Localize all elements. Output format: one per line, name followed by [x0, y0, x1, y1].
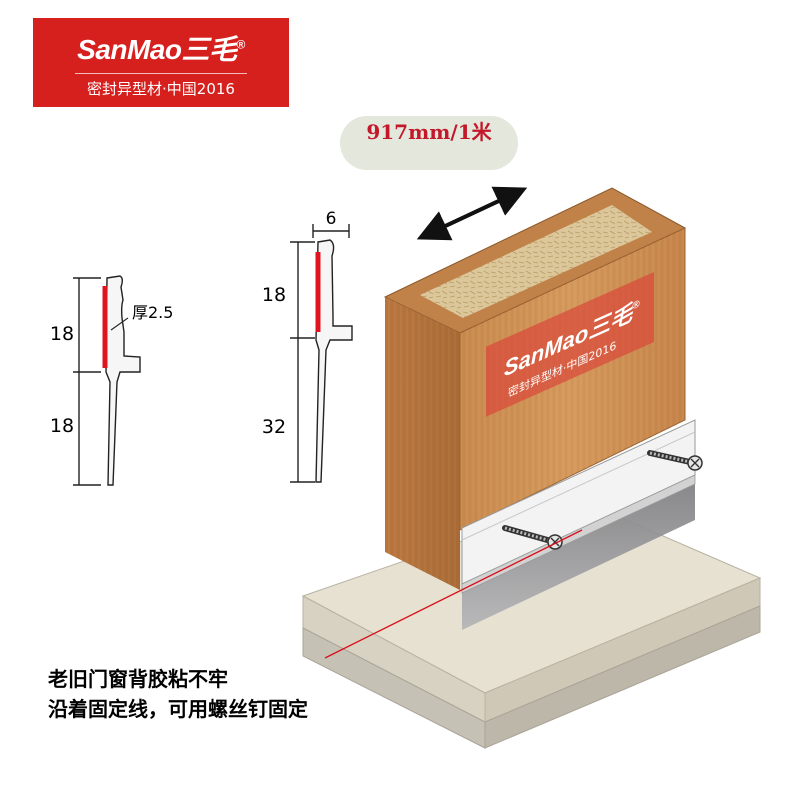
logo-brand-text: SanMao三毛®: [77, 34, 245, 65]
logo-divider: [75, 73, 247, 74]
left-dim-bottom: 18: [50, 415, 74, 437]
right-dim-width: 6: [326, 209, 337, 229]
screw-right: [647, 450, 703, 471]
caption-line-2: 沿着固定线，可用螺丝钉固定: [48, 697, 308, 721]
right-dim-top: 18: [262, 284, 286, 306]
seal-strip: [461, 419, 696, 630]
left-thickness-label: 厚2.5: [132, 303, 173, 322]
caption-line-1: 老旧门窗背胶粘不牢: [48, 667, 228, 691]
logo-subtitle: 密封异型材·中国2016: [87, 80, 235, 98]
right-dim-bottom: 32: [262, 416, 286, 438]
profile-left: [73, 275, 141, 486]
profile-right: [290, 224, 353, 483]
fixing-line: [324, 529, 583, 659]
length-label: 917mm/1米: [340, 116, 518, 170]
length-arrow: [416, 186, 528, 241]
left-dim-top: 18: [50, 323, 74, 345]
brand-logo: SanMao三毛® 密封异型材·中国2016: [33, 18, 289, 107]
